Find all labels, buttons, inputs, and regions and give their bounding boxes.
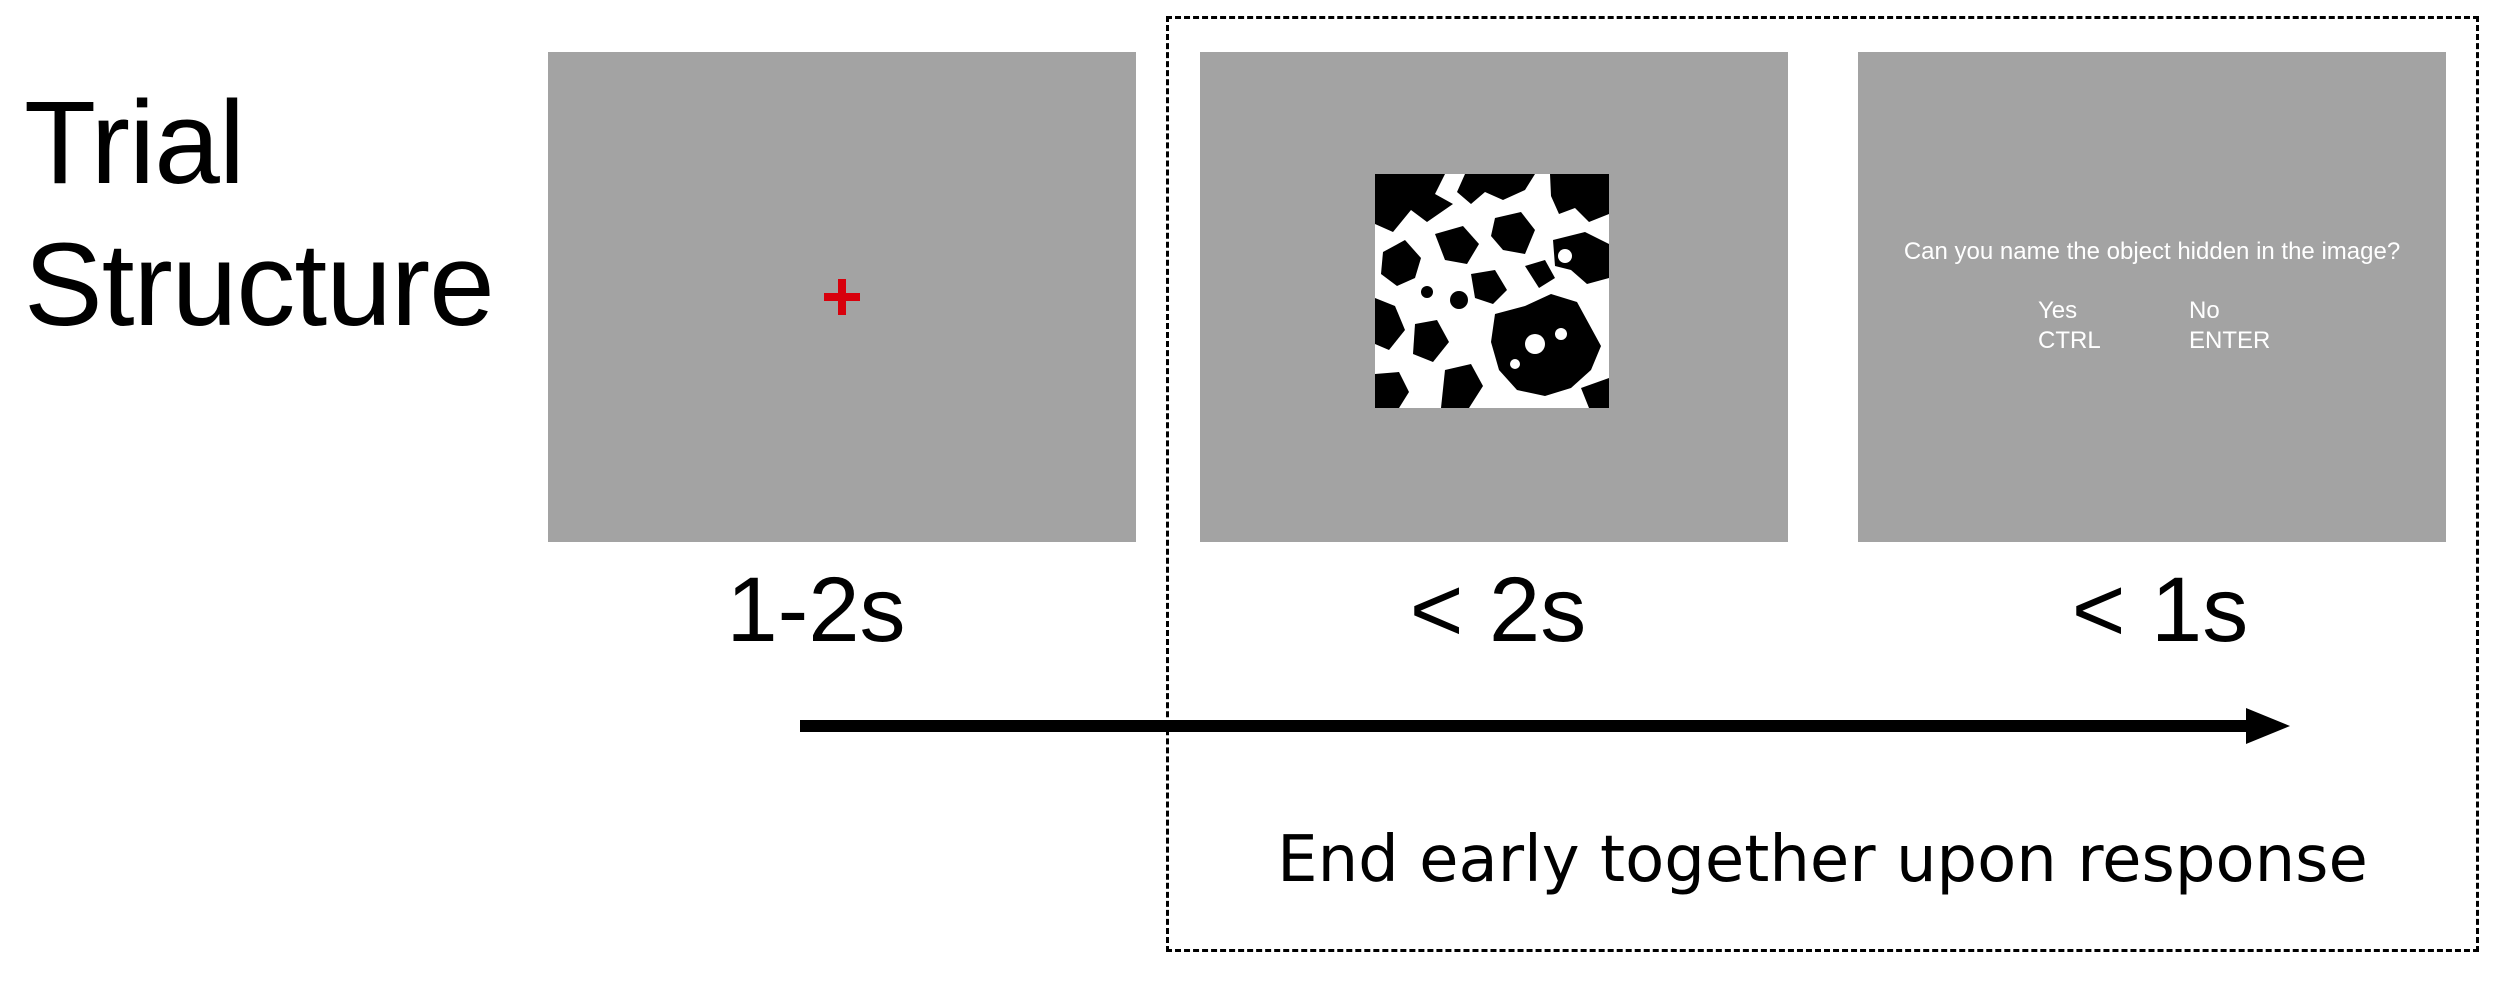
fixation-duration: 1-2s	[726, 559, 906, 661]
time-arrow	[800, 708, 2290, 744]
diagram-title: Trial Structure	[24, 72, 495, 356]
response-screen: Can you name the object hidden in the im…	[1858, 52, 2446, 542]
fixation-screen	[548, 52, 1136, 542]
title-line-1: Trial	[24, 77, 245, 209]
yes-key: CTRL	[2038, 327, 2101, 354]
no-label: No	[2189, 297, 2220, 324]
fixation-cross-icon	[824, 279, 860, 315]
stimulus-duration: < 2s	[1409, 559, 1587, 661]
early-end-note: End early together upon response	[1277, 823, 2368, 897]
yes-option: Yes CTRL	[2038, 296, 2101, 356]
yes-label: Yes	[2038, 297, 2078, 324]
no-key: ENTER	[2189, 327, 2271, 354]
early-end-group-box	[1166, 16, 2479, 952]
response-duration: < 1s	[2071, 559, 2249, 661]
response-question: Can you name the object hidden in the im…	[1903, 238, 2401, 265]
stimulus-screen	[1200, 52, 1788, 542]
mooney-image	[1375, 174, 1609, 408]
no-option: No ENTER	[2189, 296, 2270, 356]
title-line-2: Structure	[24, 219, 495, 351]
